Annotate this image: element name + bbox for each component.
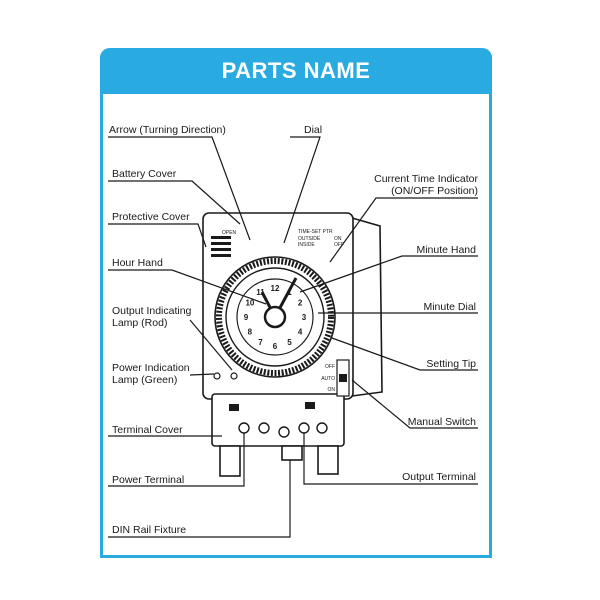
leader-lines xyxy=(108,136,478,538)
label-protective-cover: Protective Cover xyxy=(112,211,190,223)
open-label: OPEN xyxy=(222,230,237,236)
terminal-cover-tab xyxy=(305,402,315,409)
switch-off-label: OFF xyxy=(325,364,335,370)
page-title: PARTS NAME xyxy=(100,48,492,94)
label-manual-switch: Manual Switch xyxy=(407,416,476,428)
device-side xyxy=(351,216,383,397)
label-din-rail-fixture: DIN Rail Fixture xyxy=(112,524,187,536)
label-current-time-line2: (ON/OFF Position) xyxy=(391,185,478,197)
terminal-block xyxy=(211,393,345,447)
label-minute-hand: Minute Hand xyxy=(416,244,476,256)
terminal-leg-left xyxy=(219,445,241,477)
label-power-lamp: Power Indication Lamp (Green) xyxy=(112,362,190,386)
terminal-cover-tab xyxy=(229,404,239,411)
label-current-time-indicator: Current Time Indicator (ON/OFF Position) xyxy=(356,173,478,197)
terminal-screw xyxy=(278,426,290,438)
terminal-screw xyxy=(258,422,270,434)
label-output-lamp-line1: Output Indicating xyxy=(112,305,192,317)
hour-number: 6 xyxy=(273,342,278,351)
mode-label: OUTSIDE xyxy=(298,236,321,242)
hour-number: 5 xyxy=(287,338,292,347)
mode-on-label: ON xyxy=(334,236,342,242)
switch-on-label: ON xyxy=(328,387,336,393)
label-battery-cover: Battery Cover xyxy=(112,168,177,180)
label-output-lamp-line2: Lamp (Rod) xyxy=(112,317,168,329)
label-power-lamp-line1: Power Indication xyxy=(112,362,190,374)
hour-number: 4 xyxy=(298,328,303,337)
label-power-terminal: Power Terminal xyxy=(112,474,185,486)
mode-label: INSIDE xyxy=(298,242,315,248)
dial-hub xyxy=(263,305,287,329)
hour-number: 9 xyxy=(244,313,249,322)
label-minute-dial: Minute Dial xyxy=(423,301,476,313)
mode-label: TIME-SET PTR xyxy=(298,229,333,235)
battery-cover xyxy=(211,236,231,257)
terminal-leg-right xyxy=(317,445,339,475)
hour-number: 7 xyxy=(258,338,263,347)
hour-number: 12 xyxy=(271,284,280,293)
label-hour-hand: Hour Hand xyxy=(112,257,163,269)
manual-switch-knob xyxy=(339,374,347,382)
label-output-terminal: Output Terminal xyxy=(402,471,476,483)
hour-number: 8 xyxy=(248,328,253,337)
hour-number: 10 xyxy=(245,299,254,308)
output-lamp xyxy=(230,372,238,380)
label-current-time-line1: Current Time Indicator xyxy=(374,173,478,185)
setting-tips-ring xyxy=(216,258,334,376)
hour-number: 2 xyxy=(298,299,303,308)
terminal-screw xyxy=(316,422,328,434)
label-power-lamp-line2: Lamp (Green) xyxy=(112,374,178,386)
label-setting-tip: Setting Tip xyxy=(426,358,476,370)
terminal-screw xyxy=(238,422,250,434)
label-dial: Dial xyxy=(304,124,323,136)
mode-off-label: OFF xyxy=(334,242,344,248)
hour-number: 3 xyxy=(302,313,307,322)
label-terminal-cover: Terminal Cover xyxy=(112,424,183,436)
terminal-screw xyxy=(298,422,310,434)
switch-auto-label: AUTO xyxy=(321,376,335,382)
label-output-lamp: Output Indicating Lamp (Rod) xyxy=(112,305,191,329)
din-rail-clip xyxy=(281,445,303,461)
power-lamp xyxy=(213,372,221,380)
hour-number: 11 xyxy=(256,288,265,297)
hour-numbers: 121234567891011 xyxy=(244,284,307,351)
label-arrow: Arrow (Turning Direction) xyxy=(109,124,226,136)
